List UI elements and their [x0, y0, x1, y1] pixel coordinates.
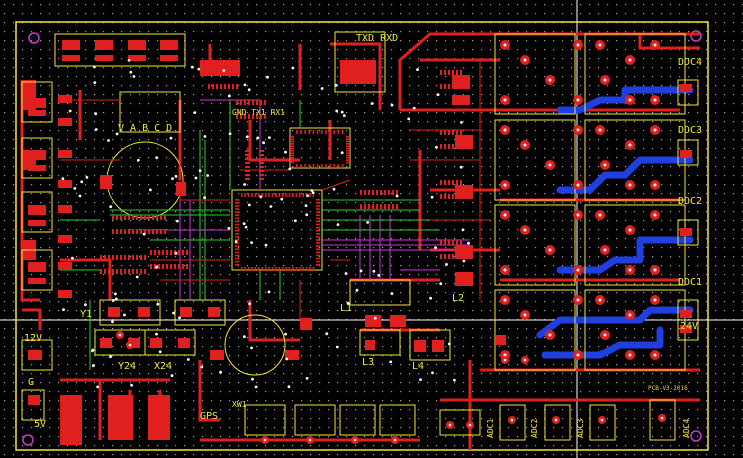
- label-12v: 12V: [24, 333, 43, 344]
- label-x24: X24: [154, 361, 173, 372]
- label-adc4: ADC4: [682, 418, 691, 438]
- label-l3: L3: [362, 357, 375, 368]
- mounting-holes: [22, 30, 702, 446]
- label-5v: 5V: [34, 419, 47, 430]
- label-ddc2: DDC2: [678, 196, 703, 207]
- label-y1: Y1: [80, 309, 93, 320]
- through-hole-pads: [116, 40, 666, 444]
- label-24v: 24V: [680, 321, 699, 332]
- label-gnd-tx-rx: GND TX1 RX1: [232, 108, 285, 117]
- label-y24: Y24: [118, 361, 137, 372]
- label-ddc4: DDC4: [678, 57, 703, 68]
- label-ddc1: DDC1: [678, 277, 703, 288]
- ic-pins: [100, 60, 462, 274]
- label-txd-rxd: TXD RXD: [356, 33, 399, 44]
- vias: [61, 58, 470, 389]
- label-gps: GPS: [200, 411, 219, 422]
- board-outline: [15, 21, 709, 451]
- copper-pours: [22, 80, 170, 445]
- label-vabcd: V A B C D: [118, 123, 173, 134]
- label-xw1: XW1: [232, 400, 247, 409]
- label-l1: L1: [340, 303, 353, 314]
- label-adc2: ADC2: [530, 418, 539, 438]
- label-board-id: PCB-V3-2016: [648, 385, 688, 392]
- label-l2: L2: [452, 293, 465, 304]
- label-l4: L4: [412, 361, 425, 372]
- label-adc3: ADC3: [576, 418, 585, 438]
- label-adc1: ADC1: [486, 418, 495, 438]
- label-gnd: G: [28, 377, 35, 388]
- label-ddc3: DDC3: [678, 125, 703, 136]
